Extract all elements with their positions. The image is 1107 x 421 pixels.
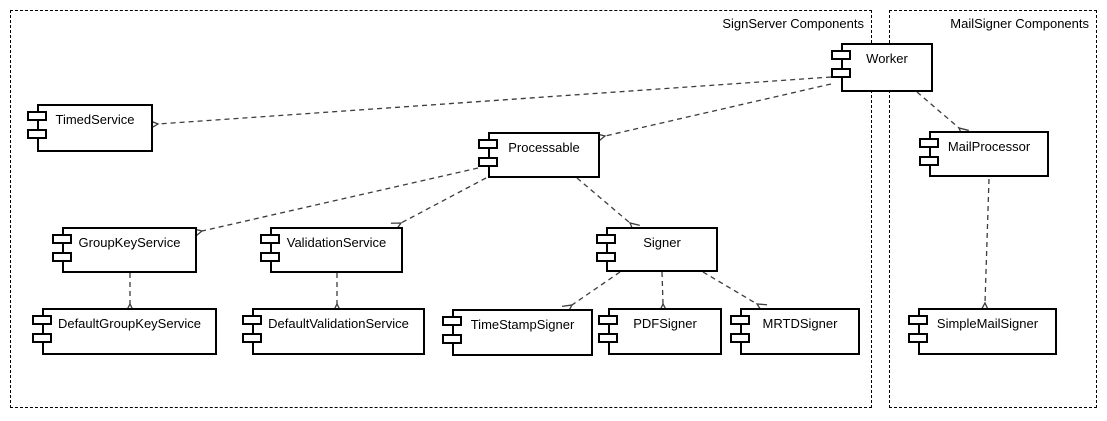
component-tab-icon xyxy=(831,68,851,78)
component-tab-icon xyxy=(478,157,498,167)
component-tab-icon xyxy=(730,315,750,325)
component-tab-icon xyxy=(598,315,618,325)
component-tab-icon xyxy=(919,156,939,166)
component-timedservice: TimedService xyxy=(27,104,153,152)
component-groupkeyservice-label: GroupKeyService xyxy=(78,235,181,250)
component-tab-icon xyxy=(442,316,462,326)
component-processable: Processable xyxy=(478,132,600,178)
component-tab-icon xyxy=(478,139,498,149)
component-tab-icon xyxy=(52,252,72,262)
component-tab-icon xyxy=(596,252,616,262)
component-timestampsigner-label: TimeStampSigner xyxy=(470,317,575,332)
component-worker-label: Worker xyxy=(866,51,908,66)
package-mailsigner-components: MailSigner Components xyxy=(889,10,1097,408)
component-tab-icon xyxy=(919,138,939,148)
component-tab-icon xyxy=(442,334,462,344)
component-simplemailsigner: SimpleMailSigner xyxy=(908,308,1057,355)
component-tab-icon xyxy=(32,315,52,325)
component-tab-icon xyxy=(730,333,750,343)
component-defaultgroupkeyservice: DefaultGroupKeyService xyxy=(32,308,217,355)
component-tab-icon xyxy=(32,333,52,343)
component-pdfsigner: PDFSigner xyxy=(598,308,722,355)
component-mrtdsigner: MRTDSigner xyxy=(730,308,860,355)
package-signserver-label: SignServer Components xyxy=(722,16,864,31)
component-tab-icon xyxy=(598,333,618,343)
component-tab-icon xyxy=(260,252,280,262)
component-tab-icon xyxy=(831,50,851,60)
component-worker: Worker xyxy=(831,43,933,92)
component-signer: Signer xyxy=(596,227,718,272)
component-pdfsigner-label: PDFSigner xyxy=(633,316,697,331)
component-mrtdsigner-label: MRTDSigner xyxy=(762,316,838,331)
component-timestampsigner: TimeStampSigner xyxy=(442,309,593,356)
component-tab-icon xyxy=(27,129,47,139)
component-tab-icon xyxy=(242,333,262,343)
component-validationservice: ValidationService xyxy=(260,227,403,273)
component-tab-icon xyxy=(260,234,280,244)
component-defaultgroupkeyservice-label: DefaultGroupKeyService xyxy=(57,316,202,331)
component-timedservice-label: TimedService xyxy=(55,112,135,127)
component-tab-icon xyxy=(908,315,928,325)
component-mailprocessor-label: MailProcessor xyxy=(947,139,1031,154)
component-processable-label: Processable xyxy=(508,140,580,155)
component-tab-icon xyxy=(27,111,47,121)
component-validationservice-label: ValidationService xyxy=(286,235,387,250)
component-tab-icon xyxy=(596,234,616,244)
component-defaultvalidationservice-label: DefaultValidationService xyxy=(268,316,409,331)
component-tab-icon xyxy=(242,315,262,325)
component-groupkeyservice: GroupKeyService xyxy=(52,227,197,273)
component-mailprocessor: MailProcessor xyxy=(919,131,1049,177)
component-tab-icon xyxy=(908,333,928,343)
component-simplemailsigner-label: SimpleMailSigner xyxy=(936,316,1039,331)
package-mailsigner-label: MailSigner Components xyxy=(950,16,1089,31)
component-tab-icon xyxy=(52,234,72,244)
component-defaultvalidationservice: DefaultValidationService xyxy=(242,308,425,355)
package-signserver-components: SignServer Components xyxy=(10,10,872,408)
component-signer-label: Signer xyxy=(643,235,681,250)
